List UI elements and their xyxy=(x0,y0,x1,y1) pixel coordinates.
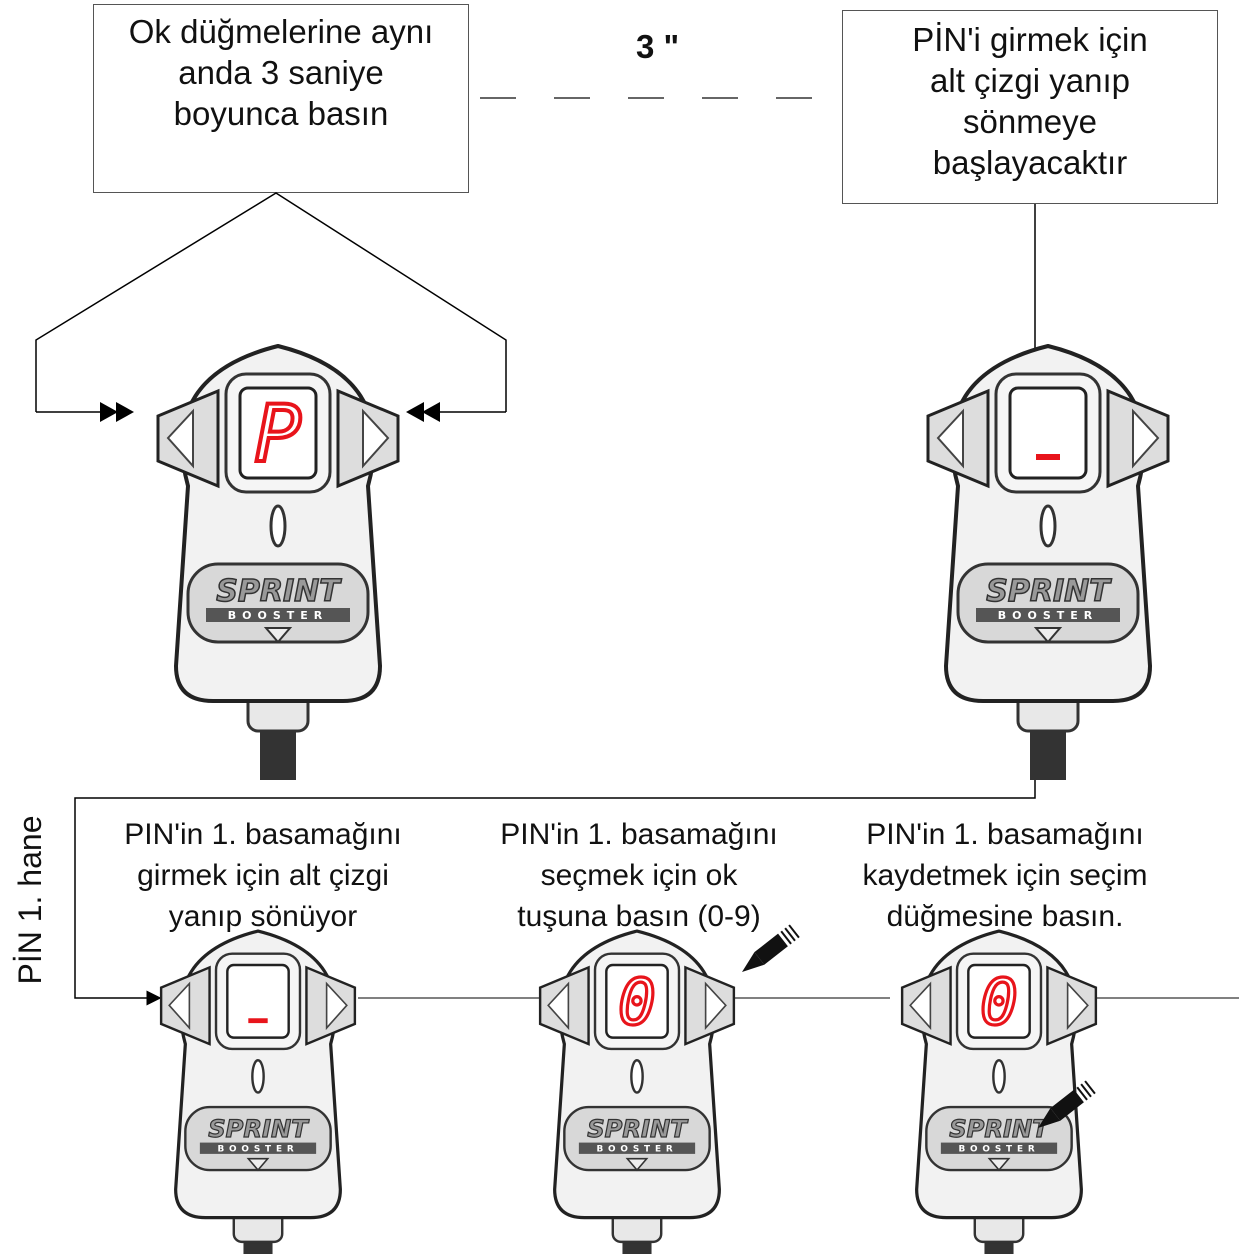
logo-text: SPRINT xyxy=(949,1115,1051,1143)
display-digit: P xyxy=(255,390,302,480)
left-arrow-icon xyxy=(909,981,932,1031)
right-arrow-icon xyxy=(1132,408,1160,469)
logo-subtext: BOOSTER xyxy=(228,609,329,622)
press-hand-icon xyxy=(1038,1080,1096,1128)
logo-sub-bar xyxy=(940,1142,1058,1154)
display-screen xyxy=(967,963,1031,1039)
display-digit: 0 xyxy=(980,966,1018,1039)
right-arrow-icon xyxy=(362,408,390,469)
logo-sub-bar xyxy=(206,608,350,622)
right-arrow-icon xyxy=(704,981,727,1031)
press-hand-icon xyxy=(742,924,800,972)
display-screen xyxy=(238,386,318,480)
display-screen xyxy=(605,963,669,1039)
instruction-box-pin-underline: PİN'i girmek için alt çizgi yanıp sönmey… xyxy=(842,10,1218,204)
right-arrow-icon xyxy=(1066,981,1089,1031)
logo-sub-bar xyxy=(199,1142,317,1154)
select-button xyxy=(630,1059,644,1094)
logo-chevron xyxy=(625,1157,649,1172)
left-arrow-icon xyxy=(936,408,964,469)
logo-chevron xyxy=(987,1157,1011,1172)
caption-step-2: PIN'in 1. basamağını seçmek için ok tuşu… xyxy=(500,818,778,933)
logo-chevron xyxy=(246,1157,270,1172)
instruction-box-hold-arrows: Ok düğmelerine aynı anda 3 saniye boyunc… xyxy=(93,4,469,193)
caption-step-3: PIN'in 1. basamağını kaydetmek için seçi… xyxy=(862,818,1148,933)
press-both-connector xyxy=(35,192,507,412)
display-screen xyxy=(226,963,290,1039)
select-button xyxy=(992,1059,1006,1094)
logo-chevron xyxy=(1033,627,1063,644)
left-arrow-icon xyxy=(547,981,570,1031)
left-arrow-icon xyxy=(166,408,194,469)
logo-text: SPRINT xyxy=(208,1115,310,1143)
display-digit: 0 xyxy=(618,966,656,1039)
select-button xyxy=(1039,504,1057,548)
logo-text: SPRINT xyxy=(216,574,342,609)
right-arrow-icon xyxy=(325,981,348,1031)
caption-step-1: PIN'in 1. basamağını girmek için alt çiz… xyxy=(124,818,402,933)
double-arrow-right-icon xyxy=(100,402,134,422)
display-underline xyxy=(248,1018,268,1024)
left-arrow-icon xyxy=(168,981,191,1031)
logo-text: SPRINT xyxy=(986,574,1112,609)
select-button xyxy=(251,1059,265,1094)
logo-subtext: BOOSTER xyxy=(217,1144,298,1154)
logo-sub-bar xyxy=(976,608,1120,622)
logo-subtext: BOOSTER xyxy=(998,609,1099,622)
logo-subtext: BOOSTER xyxy=(958,1144,1039,1154)
seconds-label: 3 " xyxy=(636,28,680,65)
display-screen xyxy=(1008,386,1088,480)
logo-chevron xyxy=(263,627,293,644)
select-button xyxy=(269,504,287,548)
logo-text: SPRINT xyxy=(587,1115,689,1143)
logo-sub-bar xyxy=(578,1142,696,1154)
logo-subtext: BOOSTER xyxy=(596,1144,677,1154)
double-arrow-left-icon xyxy=(406,402,440,422)
display-underline xyxy=(1036,454,1060,460)
